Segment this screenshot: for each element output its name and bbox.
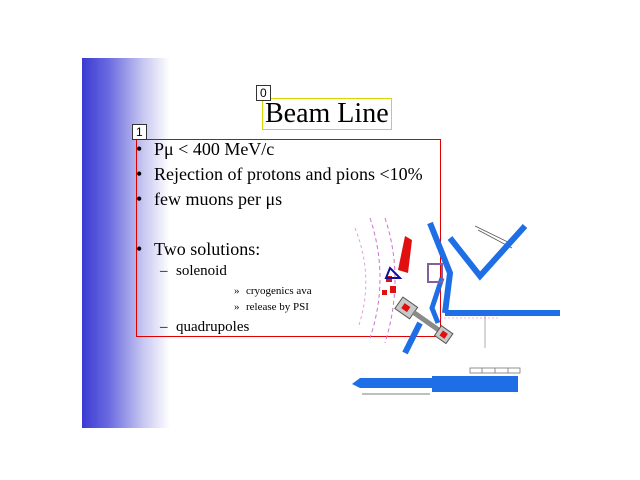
bullet-marker: •: [136, 239, 143, 259]
bullet-marker: •: [136, 139, 143, 159]
sub-item-marker: –: [160, 263, 168, 279]
sub-sub-item-marker: »: [234, 285, 240, 297]
sub-sub-item-marker: »: [234, 301, 240, 313]
sub-item-text: quadrupoles: [176, 319, 250, 335]
bullet-marker: •: [136, 164, 143, 184]
sub-sub-item-text: cryogenics ava: [246, 285, 312, 297]
sub-item: – quadrupoles: [160, 319, 249, 336]
bullet-text: few muons per μs: [154, 189, 283, 209]
annotation-tag-content: 1: [132, 124, 147, 140]
sub-sub-item-text: release by PSI: [246, 301, 309, 313]
slide-title: Beam Line: [262, 98, 392, 130]
bullet-item: • Two solutions:: [136, 239, 260, 259]
bullet-item: • few muons per μs: [136, 189, 282, 209]
beamline-schematic-diagram: [352, 218, 560, 395]
bullet-item: • Rejection of protons and pions <10%: [136, 164, 423, 184]
bullet-text: Pμ < 400 MeV/c: [154, 139, 275, 159]
bullet-text: Rejection of protons and pions <10%: [154, 164, 423, 184]
content-region-box: [136, 139, 441, 337]
bullet-marker: •: [136, 189, 143, 209]
bullet-text: Two solutions:: [154, 239, 261, 259]
slide: Beam Line 0 1 • Pμ < 400 MeV/c • Rejecti…: [82, 58, 560, 428]
sub-item-text: solenoid: [176, 263, 227, 279]
sub-item-marker: –: [160, 319, 168, 335]
sub-item: – solenoid: [160, 263, 227, 280]
annotation-tag-title: 0: [256, 85, 271, 101]
sub-sub-item: » release by PSI: [234, 301, 309, 314]
sub-sub-item: » cryogenics ava: [234, 285, 312, 298]
slide-gradient-bar: [82, 58, 170, 428]
bullet-item: • Pμ < 400 MeV/c: [136, 139, 274, 159]
